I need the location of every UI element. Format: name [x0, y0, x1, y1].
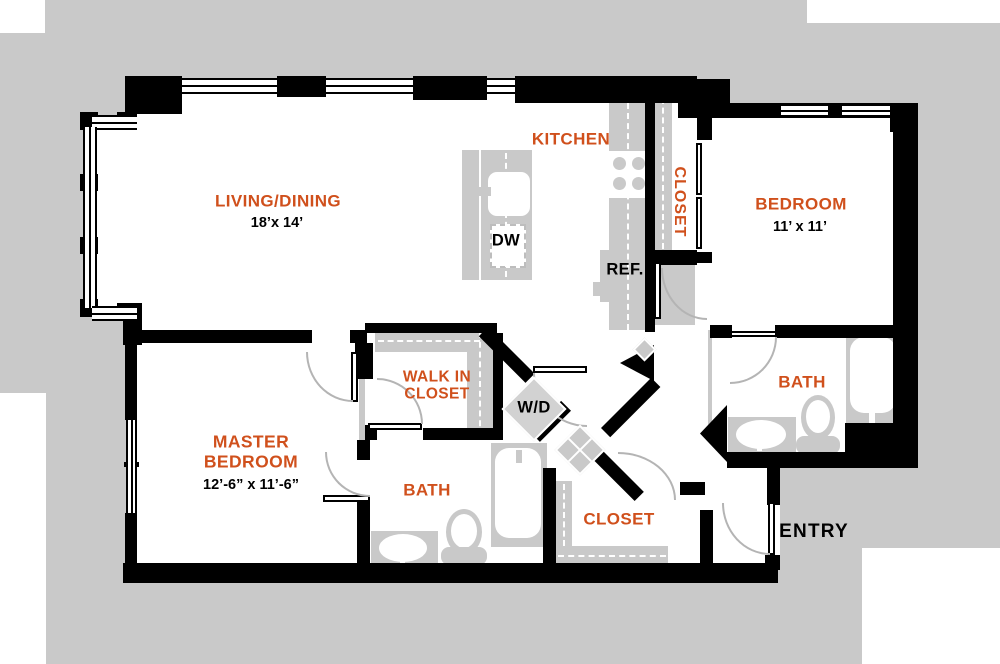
wall [700, 510, 713, 565]
bath-master-label: BATH [403, 480, 451, 500]
window [182, 78, 277, 94]
island-divider [479, 150, 481, 280]
toilet-master-tank [441, 547, 487, 565]
dashed-line [378, 340, 480, 342]
kitchen-sink [488, 172, 530, 216]
tub-right-faucet [869, 410, 875, 423]
wall [645, 250, 697, 265]
sink-master-faucet [400, 552, 405, 564]
wall [767, 463, 780, 505]
wall [413, 76, 487, 100]
door-leaf [368, 423, 422, 430]
window [781, 104, 828, 117]
burner [632, 157, 645, 170]
refrigerator-label: REF. [606, 260, 644, 279]
entry-label: ENTRY [779, 521, 849, 542]
wall [357, 497, 370, 567]
wall [137, 330, 312, 343]
window [92, 306, 137, 321]
window [92, 115, 137, 130]
wall [845, 423, 918, 468]
wall [125, 337, 137, 420]
tub-right-basin [850, 337, 896, 413]
wall [125, 513, 137, 567]
door-leaf [323, 495, 370, 502]
master-bedroom-label: MASTER BEDROOM [203, 431, 299, 471]
closet-bifold-door [696, 197, 702, 249]
tub-master-basin [495, 448, 541, 538]
wall [515, 76, 697, 103]
wall [543, 468, 556, 567]
door-leaf [654, 262, 661, 319]
toilet-right-seat [806, 400, 830, 433]
burner [613, 177, 626, 190]
master-bedroom-dims: 12’-6” x 11’-6” [203, 477, 299, 493]
living-dining-label: LIVING/DINING [214, 191, 342, 211]
closet-bifold-door [696, 143, 702, 195]
dashed-line [662, 98, 664, 249]
burner [613, 157, 626, 170]
door-leaf [730, 331, 777, 337]
wall [765, 555, 780, 570]
bay-window-floor [90, 116, 137, 316]
wall [775, 325, 895, 338]
wall [493, 333, 503, 440]
wall [645, 92, 655, 332]
bedroom-floor [697, 115, 895, 330]
toilet-right-tank [796, 436, 840, 454]
bedroom-label: BEDROOM [755, 194, 847, 214]
dashed-line [563, 484, 565, 546]
window [842, 104, 890, 117]
living-kitchen-floor [135, 91, 655, 332]
wall [423, 428, 495, 440]
window [83, 127, 97, 308]
dashed-line [627, 103, 629, 330]
wall [893, 118, 918, 333]
refrigerator [600, 250, 648, 302]
sink-right-faucet [757, 438, 762, 451]
wall [710, 325, 732, 338]
wall [727, 452, 849, 468]
dishwasher-box [490, 224, 526, 268]
door-gap [312, 330, 352, 344]
walk-in-closet-label: WALK IN CLOSET [402, 368, 472, 403]
dishwasher-label: DW [491, 231, 521, 250]
wall [123, 563, 778, 583]
dashed-line [505, 153, 507, 277]
kitchen-label: KITCHEN [531, 129, 611, 149]
toilet-master-seat [451, 514, 477, 548]
window [487, 78, 515, 94]
wall [355, 343, 373, 379]
bedroom-dims: 11’ x 11’ [772, 219, 828, 235]
burner [632, 177, 645, 190]
door-leaf [533, 366, 587, 373]
closet-top-label: CLOSET [670, 166, 688, 238]
wall [277, 76, 326, 97]
living-dining-dims: 18’x 14’ [250, 215, 304, 231]
closet-bottom-label: CLOSET [583, 509, 655, 529]
kitchen-faucet [477, 187, 491, 196]
bath-right-label: BATH [778, 372, 826, 392]
wall [680, 482, 705, 495]
dashed-line [479, 332, 481, 436]
tub-master-faucet [516, 450, 522, 463]
window [326, 78, 413, 94]
refrigerator-handle [593, 282, 601, 296]
wall [350, 330, 367, 343]
window [126, 420, 137, 513]
wall [365, 323, 497, 333]
dashed-line [558, 555, 666, 557]
washer-dryer-label: W/D [517, 398, 551, 417]
